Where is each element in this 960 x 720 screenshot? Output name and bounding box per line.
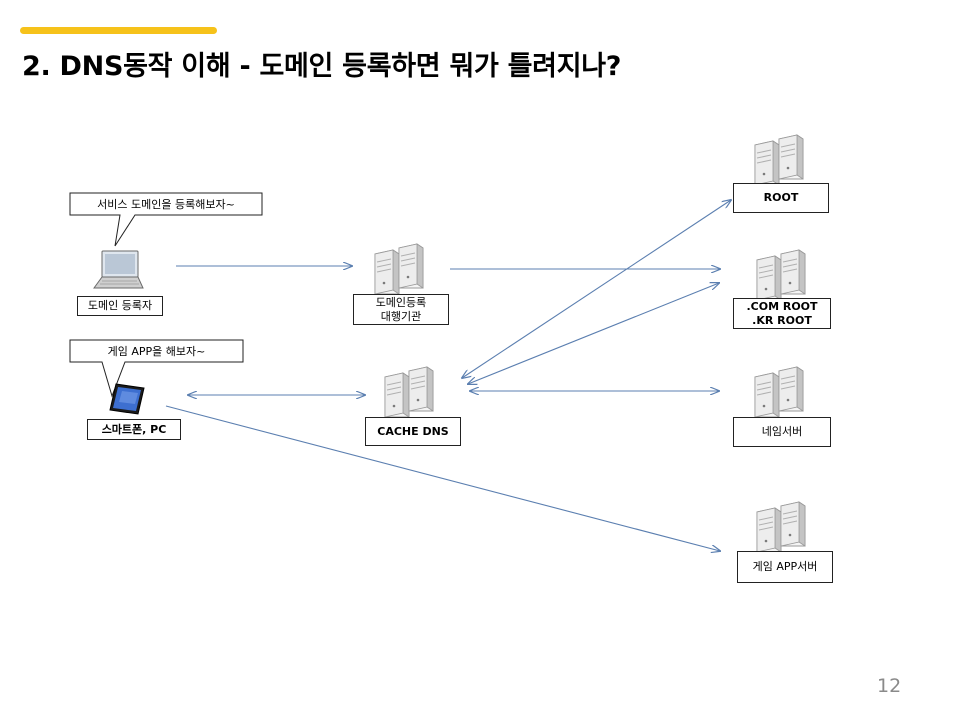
laptop-icon (93, 250, 144, 289)
cache-dns-label-text: CACHE DNS (377, 424, 449, 438)
registrant-label-text: 도메인 등록자 (87, 299, 153, 313)
arrow-cache-dns-to-root (462, 200, 731, 378)
registrar-label-line1: 도메인등록 (375, 295, 427, 309)
registrar-label-line2: 대행기관 (380, 309, 422, 323)
game-server-label-text: 게임 APP서버 (752, 560, 818, 574)
server-rack-icon-game (757, 502, 805, 552)
server-rack-icon-nameserver (755, 367, 803, 417)
server-rack-icon-cache-dns (385, 367, 433, 417)
page-number: 12 (877, 675, 902, 697)
callout-register-text: 서비스 도메인을 등록해보자~ (97, 198, 235, 211)
tld-label-line2: .KR ROOT (752, 313, 812, 327)
smartphone-label-text: 스마트폰, PC (101, 422, 167, 436)
root-label-text: ROOT (763, 191, 799, 205)
server-rack-icon-root (755, 135, 803, 185)
arrow-phone-to-game-server (165, 405, 720, 551)
server-rack-icon-registrar (375, 244, 423, 294)
callout-register-bubble (69, 192, 263, 247)
callout-game-text: 게임 APP을 해보자~ (107, 345, 206, 358)
callout-game-bubble (69, 339, 244, 398)
slide-title: 2. DNS동작 이해 - 도메인 등록하면 뭐가 틀려지나? (22, 51, 622, 82)
game-server-label: 게임 APP서버 (737, 551, 833, 583)
nameserver-label: 네임서버 (733, 417, 831, 447)
root-label: ROOT (733, 183, 829, 213)
registrant-label: 도메인 등록자 (77, 296, 163, 316)
server-rack-icon-tld (757, 250, 805, 300)
cache-dns-label: CACHE DNS (365, 417, 461, 446)
nameserver-label-text: 네임서버 (761, 425, 803, 439)
smartphone-icon (109, 383, 145, 415)
arrow-cache-dns-to-tld (468, 283, 719, 384)
title-accent-bar (20, 27, 217, 34)
tld-label-line1: .COM ROOT (746, 299, 818, 313)
registrar-label: 도메인등록 대행기관 (353, 294, 449, 325)
smartphone-label: 스마트폰, PC (87, 419, 181, 440)
tld-label: .COM ROOT .KR ROOT (733, 298, 831, 329)
